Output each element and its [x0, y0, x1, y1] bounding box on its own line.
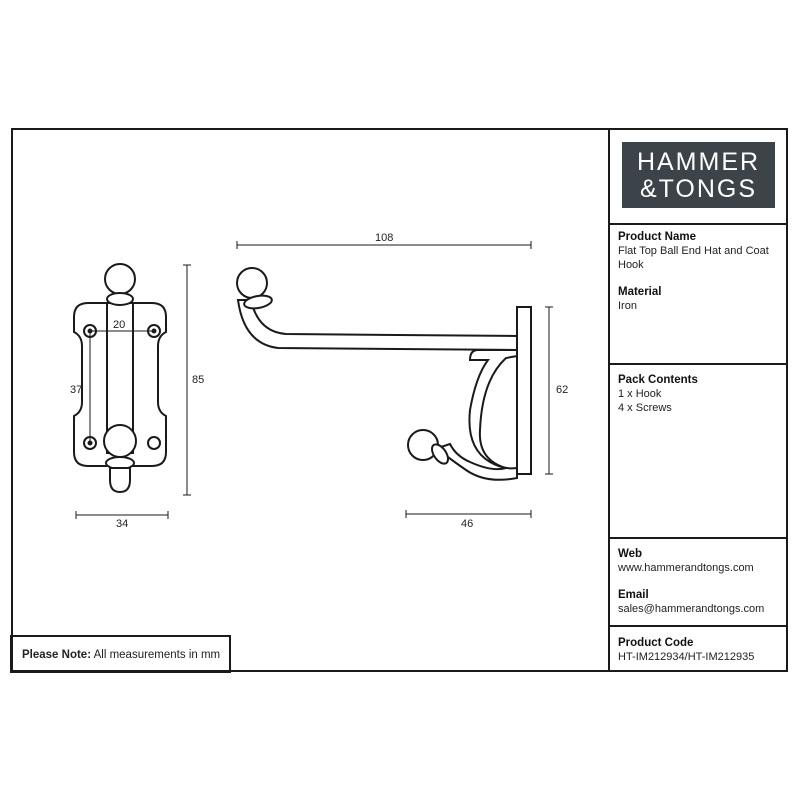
pack-contents-label: Pack Contents — [618, 374, 698, 386]
top-ball — [104, 263, 136, 295]
logo-line-2: &TONGS — [639, 175, 758, 203]
screw-hole — [147, 436, 161, 450]
product-name-label: Product Name — [618, 231, 696, 243]
email-block: Email sales@hammerandtongs.com — [618, 588, 783, 616]
web-link[interactable]: www.hammerandtongs.com — [618, 562, 754, 574]
lower-hook-curve — [436, 349, 518, 481]
material-block: Material Iron — [618, 285, 783, 313]
dim-hole-spacing: 20 — [113, 319, 126, 331]
lower-collar — [431, 443, 449, 465]
product-code-block: Product Code HT-IM212934/HT-IM212935 — [618, 636, 783, 664]
product-name-block: Product Name Flat Top Ball End Hat and C… — [618, 230, 783, 272]
dim-plate-width: 34 — [116, 518, 129, 530]
material-value: Iron — [618, 300, 637, 312]
dim-hook-height: 62 — [556, 384, 569, 396]
upper-collar — [243, 294, 273, 310]
note-label: Please Note: — [22, 649, 92, 661]
dim-overall-width: 108 — [375, 232, 394, 244]
upper-ball — [236, 267, 268, 299]
dim-overall-height: 85 — [192, 374, 205, 386]
material-label: Material — [618, 286, 662, 298]
web-label: Web — [618, 548, 643, 560]
web-block: Web www.hammerandtongs.com — [618, 547, 783, 575]
pack-item: 1 x Hook — [618, 388, 662, 400]
product-name-value: Flat Top Ball End Hat and Coat Hook — [618, 245, 769, 271]
bottom-ball — [103, 424, 137, 458]
note-box — [10, 635, 231, 673]
pack-item: 4 x Screws — [618, 402, 672, 414]
wall-plate — [516, 306, 532, 475]
measurement-note: Please Note: All measurements in mm — [22, 648, 220, 662]
dim-plate-height: 37 — [70, 384, 83, 396]
logo-line-1: HAMMER — [636, 148, 761, 176]
top-collar — [106, 292, 134, 306]
email-link[interactable]: sales@hammerandtongs.com — [618, 603, 765, 615]
upper-arm — [236, 299, 518, 352]
front-view — [73, 263, 167, 494]
front-dimensions — [75, 264, 191, 519]
product-code-label: Product Code — [618, 637, 694, 649]
bottom-tip — [109, 467, 131, 494]
drawing-sheet — [11, 128, 788, 672]
side-dimensions — [236, 241, 553, 518]
product-code-value: HT-IM212934/HT-IM212935 — [618, 651, 755, 663]
side-view — [236, 267, 532, 481]
email-label: Email — [618, 589, 649, 601]
brand-logo: HAMMER &TONGS — [622, 142, 775, 208]
note-text: All measurements in mm — [93, 649, 221, 661]
pack-contents-block: Pack Contents 1 x Hook 4 x Screws — [618, 373, 783, 415]
dim-projection: 46 — [461, 518, 474, 530]
